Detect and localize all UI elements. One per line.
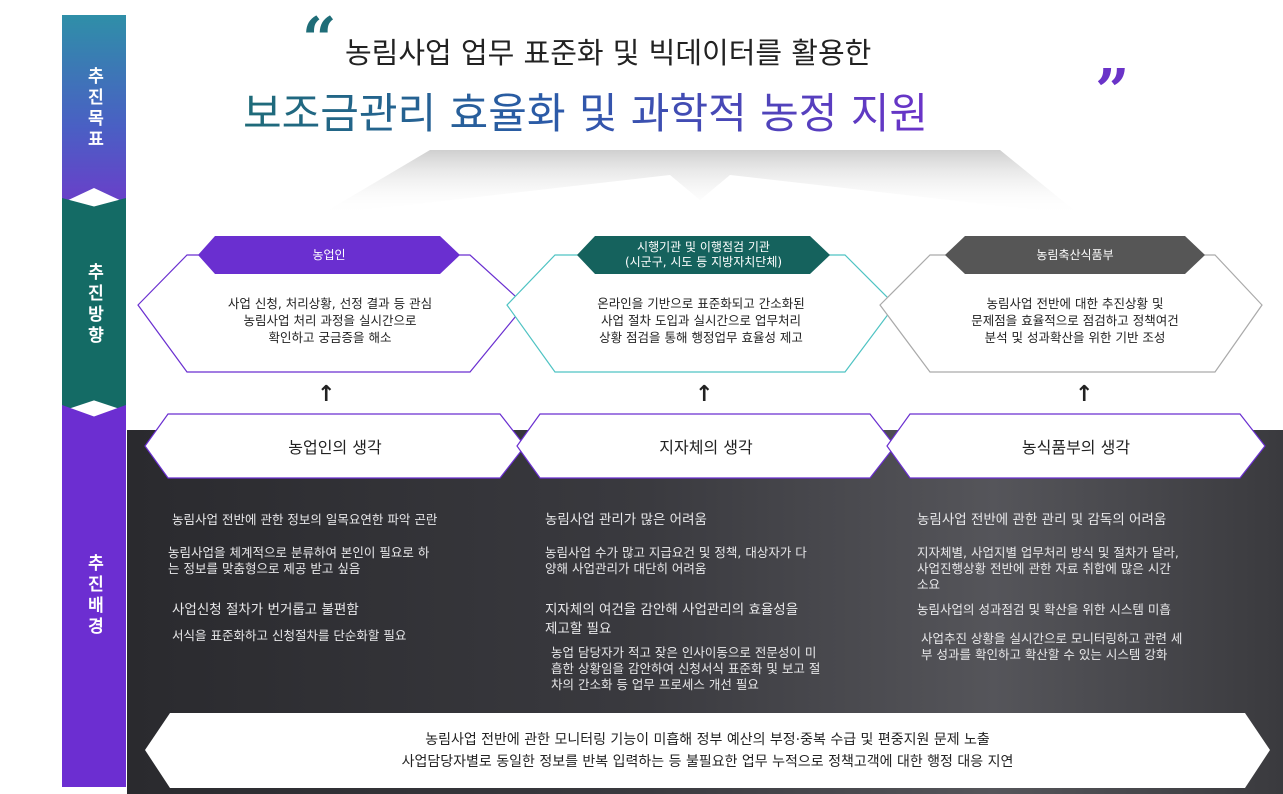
direction-line: 사업 절차 도입과 실시간으로 업무처리 [601,312,801,329]
title-spotlight [320,150,1080,215]
background-item: 흡한 상황임을 감안하여 신청서식 표준화 및 보고 절 [551,661,820,677]
background-item: 농림사업 관리가 많은 어려움 [545,512,707,528]
background-item: 지자체별, 사업지별 업무처리 방식 및 절차가 달라, [917,545,1179,561]
thought-label-local-gov: 지자체의 생각 [517,414,895,478]
background-item: 서식을 표준화하고 신청절차를 단순화할 필요 [172,628,406,644]
direction-line: 확인하고 궁금증을 해소 [269,329,392,346]
up-arrow-icon: ↑ [695,382,713,407]
background-item: 사업추진 상황을 실시간으로 모니터링하고 관련 세 [921,631,1182,647]
bottom-line-1: 농림사업 전반에 관한 모니터링 기능이 미흡해 정부 예산의 부정·중복 수급… [425,729,990,751]
background-item: 농림사업을 체계적으로 분류하여 본인이 필요로 하 [168,545,429,561]
background-item: 소요 [917,577,940,593]
bottom-banner-text: 농림사업 전반에 관한 모니터링 기능이 미흡해 정부 예산의 부정·중복 수급… [170,718,1245,784]
background-item: 농림사업의 성과점검 및 확산을 위한 시스템 미흡 [917,602,1171,618]
up-arrow-icon: ↑ [1075,382,1093,407]
direction-tag-line: 시행기관 및 이행점검 기관 [637,240,770,255]
direction-tag-ministry: 농림축산식품부 [945,236,1205,274]
background-item: 사업신청 절차가 번거롭고 불편함 [172,602,359,618]
background-item: 농업 담당자가 적고 잦은 인사이동으로 전문성이 미 [551,645,816,661]
direction-line: 상황 점검을 통해 행정업무 효율성 제고 [599,329,803,346]
background-item: 농림사업 수가 많고 지급요건 및 정책, 대상자가 다 [545,545,807,561]
background-item: 는 정보를 맞춤형으로 제공 받고 싶음 [168,561,360,577]
background-item: 부 성과를 확인하고 확산할 수 있는 시스템 강화 [921,647,1167,663]
bottom-line-2: 사업담당자별로 동일한 정보를 반복 입력하는 등 불필요한 업무 누적으로 정… [402,751,1014,773]
background-item: 지자체의 여건을 감안해 사업관리의 효율성을 [545,602,798,618]
thought-label-farmer: 농업인의 생각 [145,414,525,478]
background-item: 사업진행상황 전반에 관한 자료 취합에 많은 시간 [917,561,1171,577]
direction-line: 분석 및 성과확산을 위한 기반 조성 [985,329,1166,346]
direction-line: 농림사업 처리 과정을 실시간으로 [244,312,417,329]
thought-label-ministry: 농식품부의 생각 [887,414,1265,478]
up-arrow-icon: ↑ [317,382,335,407]
background-item: 제고할 필요 [545,621,611,637]
background-item: 농림사업 전반에 관한 관리 및 감독의 어려움 [917,512,1166,528]
background-item: 양해 사업관리가 대단히 어려움 [545,561,706,577]
direction-text-ministry: 농림사업 전반에 대한 추진상황 및 문제점을 효율적으로 점검하고 정책여건 … [895,284,1255,356]
direction-tag-farmer: 농업인 [198,236,460,274]
background-item: 농림사업 전반에 관한 정보의 일목요연한 파악 곤란 [172,512,437,528]
direction-tag-line: (시군구, 시도 등 지방자치단체) [625,255,782,270]
direction-line: 문제점을 효율적으로 점검하고 정책여건 [971,312,1178,329]
direction-line: 온라인을 기반으로 표준화되고 간소화된 [597,295,804,312]
direction-text-farmer: 사업 신청, 처리상황, 선정 결과 등 관심 농림사업 처리 과정을 실시간으… [150,284,510,356]
background-item: 차의 간소화 등 업무 프로세스 개선 필요 [551,677,759,693]
direction-text-local-gov: 온라인을 기반으로 표준화되고 간소화된 사업 절차 도입과 실시간으로 업무처… [520,284,882,356]
direction-tag-local-gov: 시행기관 및 이행점검 기관 (시군구, 시도 등 지방자치단체) [577,236,830,274]
direction-line: 농림사업 전반에 대한 추진상황 및 [987,295,1164,312]
direction-line: 사업 신청, 처리상황, 선정 결과 등 관심 [228,295,432,312]
